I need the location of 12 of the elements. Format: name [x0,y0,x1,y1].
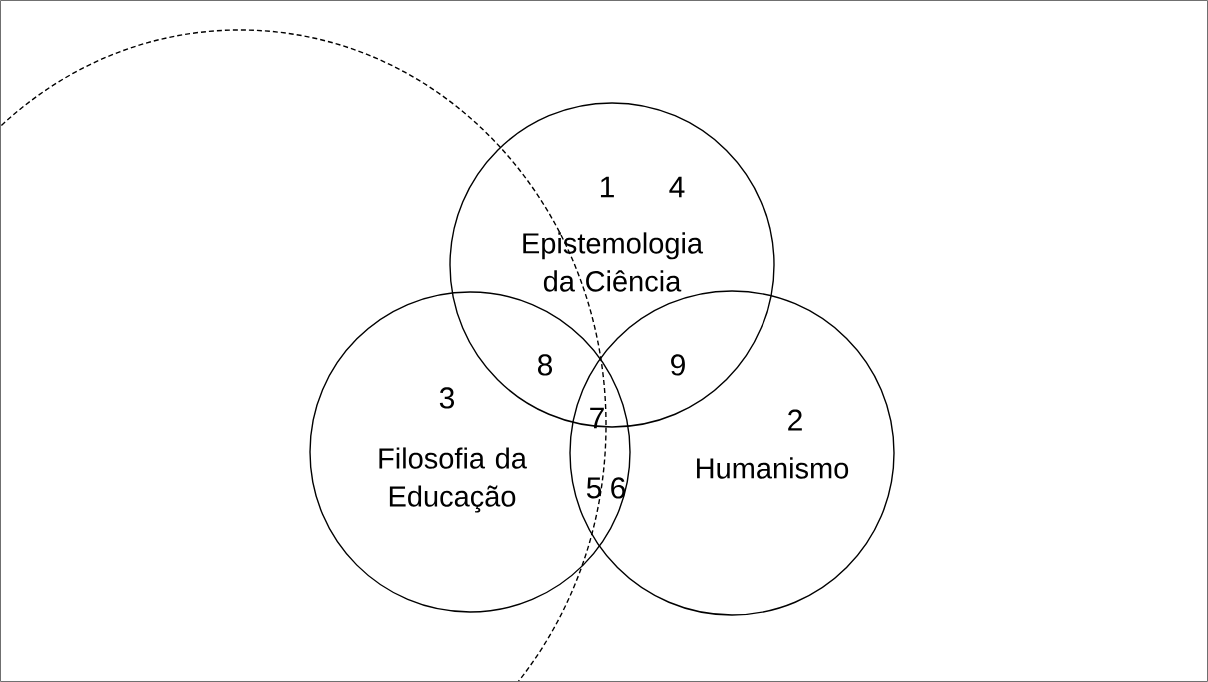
region-number: 7 [590,407,604,429]
region-number: 8 [537,354,553,376]
region-number: 9 [671,354,685,376]
region-number: 4 [669,176,685,198]
circle-label: Epistemologia da Ciência [523,232,704,292]
region-number: 6 [611,477,626,499]
region-number: 3 [439,387,455,409]
region-number: 2 [788,409,802,431]
circle-label: Filosofia da Educação [379,447,527,513]
region-number: 5 [586,477,602,499]
circle-label: Humanismo [697,457,849,479]
region-number: 1 [600,176,614,198]
